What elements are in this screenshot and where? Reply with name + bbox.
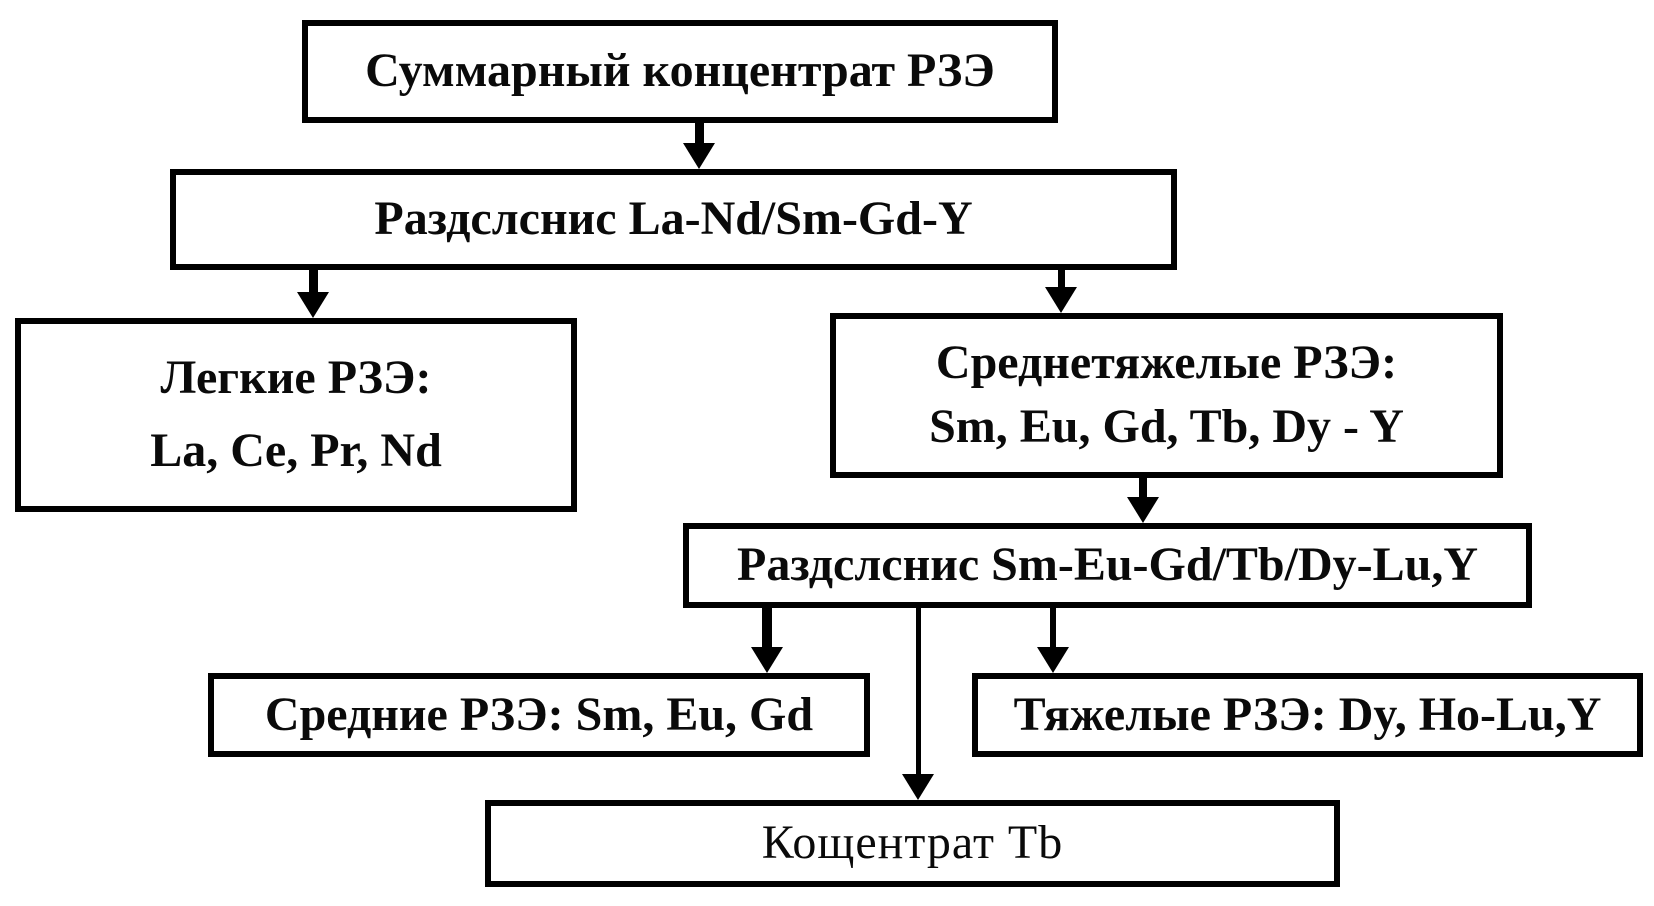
arrow-shaft — [308, 270, 318, 292]
arrow-shaft — [1057, 267, 1065, 287]
node-medium-heavy-ree: Среднетяжелые РЗЭ: Sm, Eu, Gd, Tb, Dy - … — [830, 313, 1503, 478]
node-total-ree-concentrate: Суммарный концентрат РЗЭ — [302, 20, 1058, 123]
arrow-shaft — [1139, 478, 1147, 497]
arrow-shaft — [694, 123, 704, 143]
arrow-separation2-to-tb-concentrate — [902, 608, 934, 800]
node-label: Раздслснис La-Nd/Sm-Gd-Y — [374, 192, 973, 246]
arrow-shaft — [1050, 608, 1056, 647]
node-label: Суммарный концентрат РЗЭ — [365, 44, 995, 98]
node-light-ree: Легкие РЗЭ: La, Ce, Pr, Nd — [15, 318, 577, 512]
arrow-head-icon — [1045, 287, 1077, 313]
arrow-head-icon — [902, 774, 934, 800]
arrow-shaft — [762, 608, 772, 647]
arrow-head-icon — [751, 647, 783, 673]
node-label: Кощентрат Tb — [761, 816, 1064, 870]
arrow-separation2-to-heavy — [1037, 608, 1069, 673]
arrow-head-icon — [1037, 647, 1069, 673]
node-title: Легкие РЗЭ: — [160, 351, 432, 405]
arrow-medium-heavy-to-separation2 — [1127, 478, 1159, 523]
node-separation-la-nd: Раздслснис La-Nd/Sm-Gd-Y — [170, 169, 1177, 270]
arrow-shaft — [915, 608, 921, 774]
node-middle-ree: Средние РЗЭ: Sm, Eu, Gd — [208, 673, 870, 757]
node-tb-concentrate: Кощентрат Tb — [485, 800, 1340, 887]
node-elements: La, Ce, Pr, Nd — [150, 424, 442, 478]
arrow-head-icon — [297, 292, 329, 318]
node-label: Средние РЗЭ: Sm, Eu, Gd — [264, 687, 814, 741]
arrow-separation1-to-light — [297, 270, 329, 318]
arrow-separation2-to-middle — [751, 608, 783, 673]
node-heavy-ree: Тяжелые РЗЭ: Dy, Ho-Lu,Y — [972, 673, 1643, 757]
arrow-head-icon — [683, 143, 715, 169]
arrow-total-to-separation1 — [683, 123, 715, 169]
node-label: Раздслснис Sm-Eu-Gd/Tb/Dy-Lu,Y — [737, 538, 1478, 592]
arrow-separation1-to-medium-heavy — [1045, 267, 1077, 313]
node-elements: Sm, Eu, Gd, Tb, Dy - Y — [929, 399, 1404, 453]
node-title: Среднетяжелые РЗЭ: — [935, 336, 1398, 390]
node-label: Тяжелые РЗЭ: Dy, Ho-Lu,Y — [1013, 687, 1602, 741]
arrow-head-icon — [1127, 497, 1159, 523]
node-separation-sm-eu-gd: Раздслснис Sm-Eu-Gd/Tb/Dy-Lu,Y — [683, 523, 1532, 608]
